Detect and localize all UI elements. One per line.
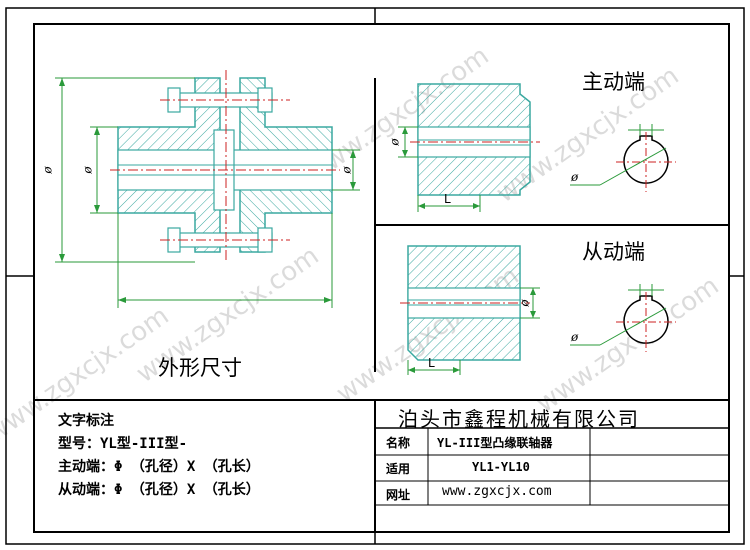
driven-shaft-label: ø: [571, 330, 579, 344]
hub-diameter-label: ø: [80, 166, 95, 174]
title-row-label: 适用: [386, 462, 411, 476]
notes-heading: 文字标注: [58, 413, 114, 429]
driving-length-label: L: [444, 192, 451, 206]
driving-bore-label: ø: [387, 138, 402, 146]
driven-length-label: L: [428, 356, 435, 370]
title-block-grid: [34, 399, 729, 532]
driving-end-title: 主动端: [582, 70, 645, 94]
bore-diameter-label: ø: [339, 166, 354, 174]
title-row-label: 名称: [386, 436, 411, 450]
driving-end-note: 主动端：Φ （孔径）X （孔长）: [58, 459, 260, 475]
driven-bore-label: ø: [517, 299, 532, 307]
outer-diameter-label: ø: [40, 166, 55, 174]
title-row-label: 网址: [386, 488, 411, 502]
company-name: 泊头市鑫程机械有限公司: [398, 407, 640, 431]
model-note: 型号：YL型-III型-: [58, 436, 188, 452]
title-row-value: YL1-YL10: [472, 460, 530, 474]
driven-end-title: 从动端: [582, 240, 645, 264]
coupling-section-view: [55, 70, 360, 308]
website-link[interactable]: www.zgxcjx.com: [442, 484, 552, 499]
driven-end-note: 从动端：Φ （孔径）X （孔长）: [58, 482, 260, 498]
driving-shaft-label: ø: [571, 170, 579, 184]
driving-hub-view: [398, 83, 676, 212]
driven-hub-view: [400, 245, 676, 375]
outline-view-title: 外形尺寸: [158, 356, 242, 380]
inner-border: [33, 23, 730, 533]
title-row-value: YL-III型凸缘联轴器: [437, 436, 553, 450]
